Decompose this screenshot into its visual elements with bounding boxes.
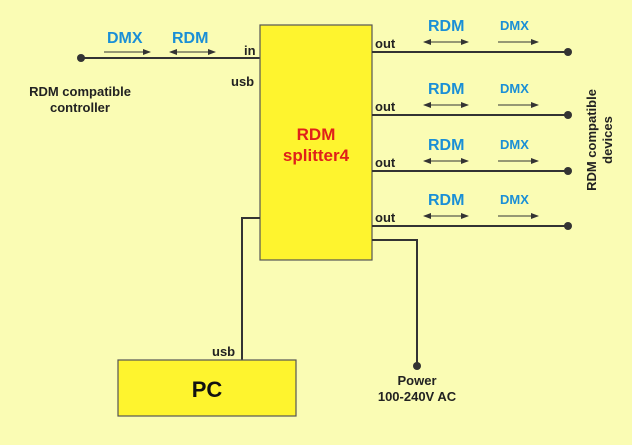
controller-label-line2: controller [50,100,110,115]
splitter-usb-label: usb [231,74,254,89]
devices-label-line2: devices [600,116,615,164]
output-rdm-label: RDM [428,137,464,154]
output-dmx-label: DMX [500,18,529,33]
usb-connection-line [241,217,260,360]
output-port-label: out [375,155,396,170]
input-dmx-label: DMX [107,30,143,47]
output-2: out RDM DMX [372,81,572,119]
output-rdm-label: RDM [428,18,464,35]
power-line [372,239,418,366]
input-rdm-label: RDM [172,30,208,47]
device-node [564,48,572,56]
output-dmx-label: DMX [500,81,529,96]
splitter-box [259,24,373,261]
device-node [564,111,572,119]
output-dmx-label: DMX [500,137,529,152]
power-label-line2: 100-240V AC [378,389,457,404]
power-label-line1: Power [397,373,436,388]
output-1: out RDM DMX [372,18,572,56]
controller-label-line1: RDM compatible [29,84,131,99]
device-node [564,167,572,175]
device-node [564,222,572,230]
output-port-label: out [375,36,396,51]
output-4: out RDM DMX [372,192,572,230]
devices-label-line1: RDM compatible [584,89,599,191]
pc-box [117,359,297,417]
output-port-label: out [375,99,396,114]
splitter-title-line1: RDM [297,125,336,144]
splitter-in-label: in [244,43,256,58]
output-rdm-label: RDM [428,192,464,209]
output-3: out RDM DMX [372,137,572,175]
pc-label: PC [192,377,223,402]
splitter-title-line2: splitter4 [283,146,350,165]
controller-node [77,54,85,62]
output-rdm-label: RDM [428,81,464,98]
power-node [413,362,421,370]
pc-usb-label: usb [212,344,235,359]
output-dmx-label: DMX [500,192,529,207]
output-port-label: out [375,210,396,225]
devices-label: RDM compatible devices [584,89,615,191]
